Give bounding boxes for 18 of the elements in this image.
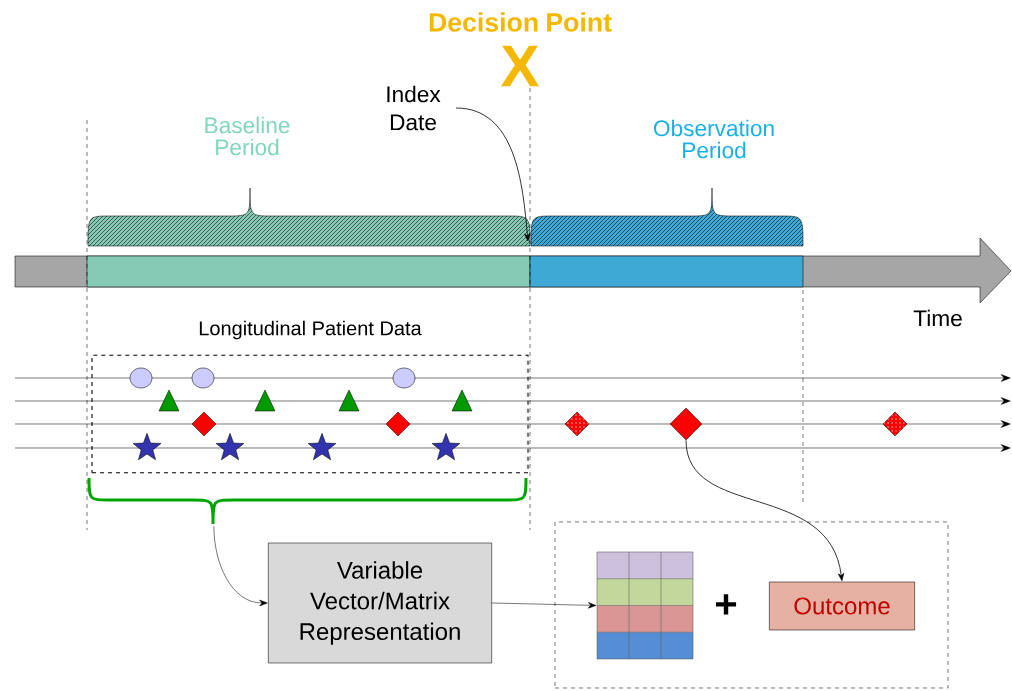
outcome-box: Outcome [769, 581, 915, 631]
arrow [455, 107, 531, 242]
period-label: Baseline Period [205, 116, 290, 156]
matrix-grid [596, 551, 694, 660]
dashed-box [554, 521, 949, 689]
dashed-box: Longitudinal Patient Data [91, 320, 529, 474]
x-mark: X [500, 45, 540, 87]
plus-sign: + [716, 594, 737, 615]
axis-label: Time [913, 309, 962, 327]
arrow [685, 439, 845, 581]
period-label: Observation Period [653, 119, 774, 159]
process-box: Variable Vector/Matrix Representation [268, 542, 492, 664]
annotation-text: Index Date [387, 85, 441, 131]
node-label: Longitudinal Patient Data [199, 320, 422, 340]
diamond-marker [669, 407, 703, 441]
heading: Decision Point [429, 12, 612, 32]
arrow [213, 525, 268, 607]
arrow [491, 602, 597, 609]
